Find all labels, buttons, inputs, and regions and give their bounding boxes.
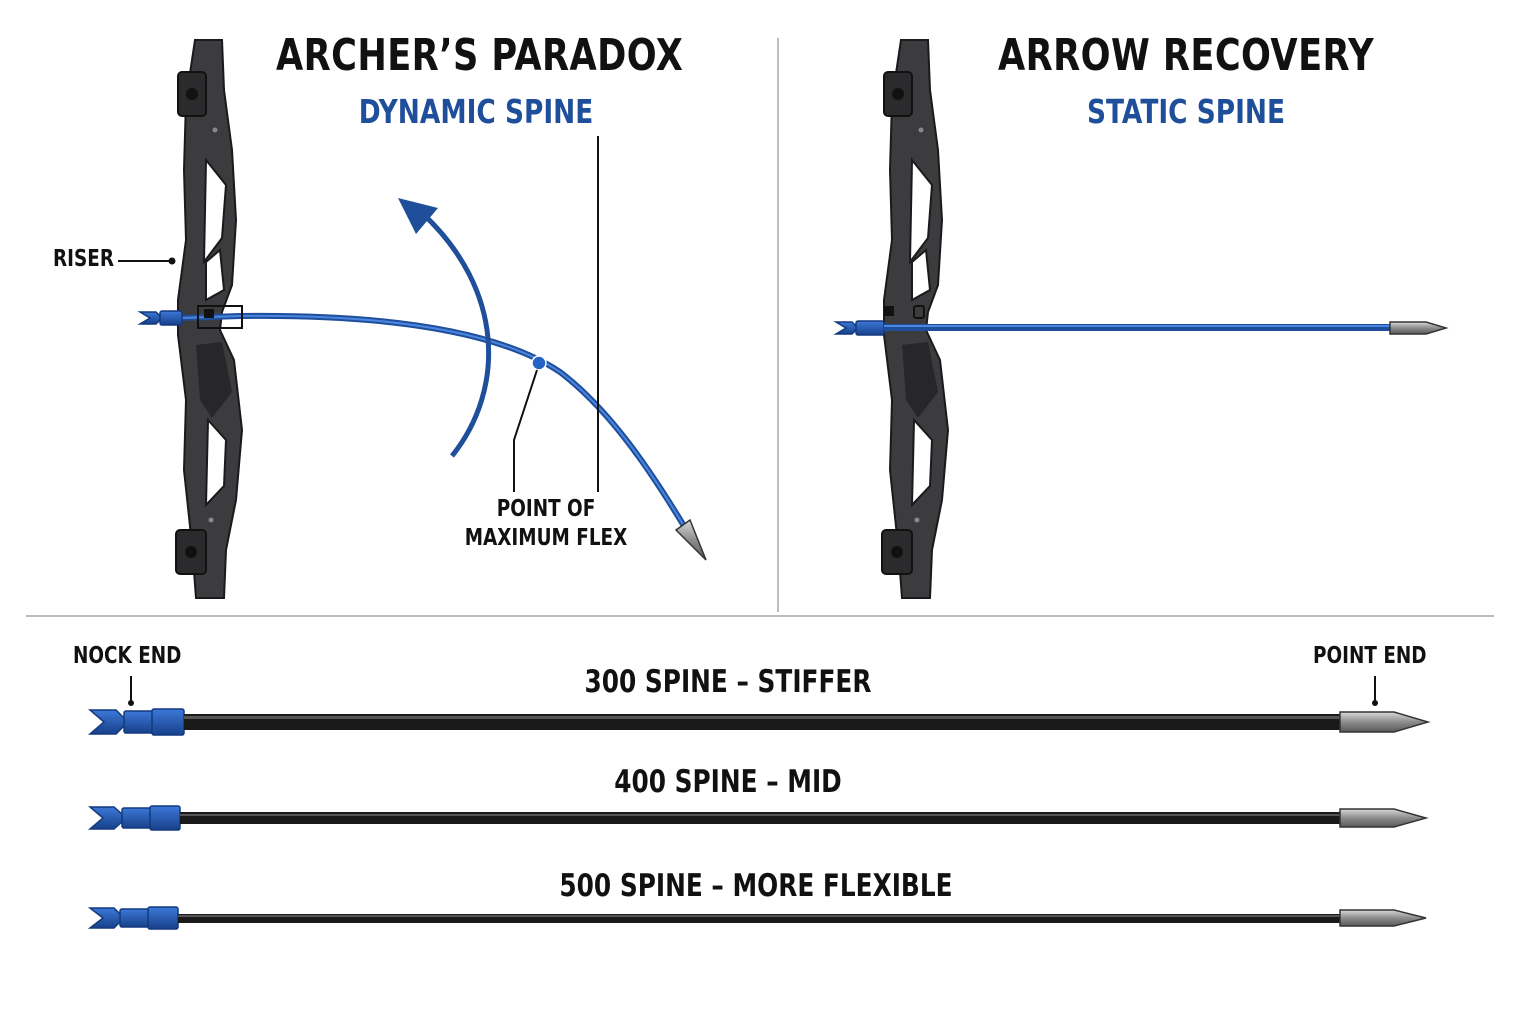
nock-end-label: NOCK END <box>73 643 182 669</box>
riser-right-icon <box>881 39 949 599</box>
arrow-500 <box>87 906 1427 930</box>
arrow-500-label: 500 SPINE – MORE FLEXIBLE <box>559 868 953 904</box>
flex-label: POINT OF MAXIMUM FLEX <box>426 495 666 553</box>
riser-label: RISER <box>53 246 115 272</box>
point-end-label: POINT END <box>1313 643 1427 669</box>
left-panel-subtitle: DYNAMIC SPINE <box>358 92 594 131</box>
bent-arrow-point <box>674 518 707 561</box>
arrow-300-label: 300 SPINE – STIFFER <box>584 664 872 700</box>
dot-marker-icon <box>531 355 547 371</box>
right-panel-subtitle: STATIC SPINE <box>1086 92 1286 131</box>
arrow-400-label: 400 SPINE – MID <box>614 764 842 800</box>
curved-motion-arrow-icon <box>420 211 492 458</box>
bent-arrow-nock <box>137 311 164 325</box>
straight-arrow-point <box>1389 321 1449 335</box>
left-panel-title: ARCHER’S PARADOX <box>276 30 684 81</box>
right-panel-title: ARROW RECOVERY <box>998 30 1374 81</box>
straight-arrow-shaft <box>884 324 1392 331</box>
arrow-300 <box>87 708 1431 736</box>
flex-label-line-2: MAXIMUM FLEX <box>464 525 628 551</box>
arrow-400 <box>87 805 1429 831</box>
arrow-rest <box>197 305 243 329</box>
flex-label-line-1: POINT OF <box>496 496 596 522</box>
flex-leader-line <box>513 369 538 492</box>
